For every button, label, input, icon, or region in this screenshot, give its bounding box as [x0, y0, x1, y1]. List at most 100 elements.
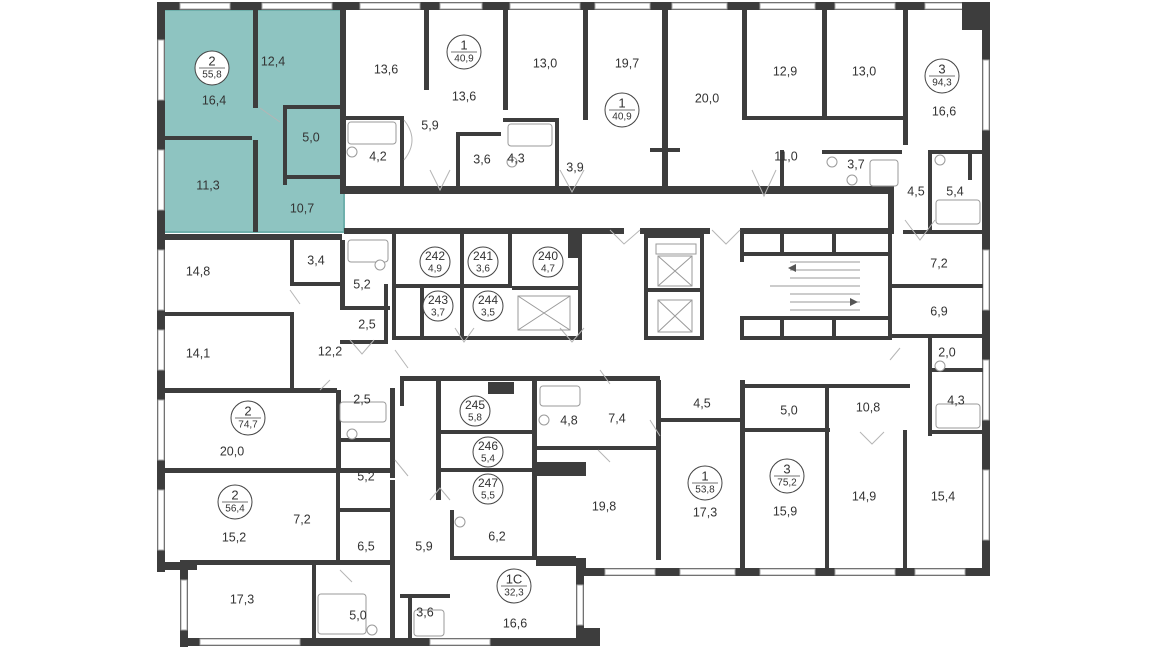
- apartment-badges[interactable]: 255,8140,9140,9394,3274,7256,4153,8375,2…: [194, 34, 960, 604]
- room-area-label: 13,6: [374, 62, 398, 76]
- storage-badge-circle: [419, 246, 451, 278]
- apartment-badge[interactable]: 1С 32,3: [496, 568, 532, 604]
- apartment-room-count: 2: [208, 53, 215, 68]
- room-area-label: 15,4: [931, 489, 955, 503]
- apartment-room-count: 3: [938, 61, 945, 76]
- apartment-badge[interactable]: 153,8: [687, 465, 723, 501]
- apartment-badge[interactable]: 375,2: [769, 458, 805, 494]
- apartment-room-count: 1: [618, 95, 625, 110]
- room-area-label: 6,2: [488, 529, 505, 543]
- room-area-label: 20,0: [695, 91, 719, 105]
- room-area-label: 12,4: [261, 54, 285, 68]
- apartment-room-count: 1: [460, 37, 467, 52]
- room-area-label: 3,7: [847, 157, 864, 171]
- apartment-badge[interactable]: 256,4: [217, 484, 253, 520]
- apartment-total-area: 40,9: [612, 112, 632, 123]
- room-area-label: 13,0: [852, 64, 876, 78]
- room-area-label: 3,6: [416, 605, 433, 619]
- room-area-label: 2,5: [358, 317, 375, 331]
- storage-area: 3,7: [431, 308, 445, 319]
- room-area-label: 16,6: [503, 616, 527, 630]
- apartment-badge[interactable]: 274,7: [230, 400, 266, 436]
- room-area-label: 5,9: [415, 539, 432, 553]
- room-area-label: 17,3: [693, 505, 717, 519]
- storage-number: 247: [478, 476, 498, 490]
- apartment-badge[interactable]: 394,3: [924, 58, 960, 94]
- room-area-label: 5,4: [946, 184, 963, 198]
- room-area-label: 7,2: [930, 256, 947, 270]
- apartment-room-count: 3: [783, 461, 790, 476]
- storage-number: 245: [465, 398, 485, 412]
- room-area-label: 7,2: [293, 512, 310, 526]
- apartment-total-area: 32,3: [504, 588, 524, 599]
- apartment-room-count: 1С: [506, 571, 523, 586]
- apartment-total-area: 55,8: [202, 70, 222, 81]
- outer-walls: [157, 2, 990, 647]
- room-area-label: 5,0: [302, 130, 319, 144]
- room-area-label: 4,8: [560, 413, 577, 427]
- storage-badge-circle: [532, 246, 564, 278]
- room-area-label: 12,9: [773, 64, 797, 78]
- room-area-label: 4,3: [947, 393, 964, 407]
- room-area-label: 16,4: [202, 93, 226, 107]
- room-area-label: 11,0: [774, 149, 797, 163]
- storage-badge-circle: [472, 473, 504, 505]
- room-area-label: 2,0: [938, 345, 955, 359]
- storage-area: 5,8: [468, 413, 482, 424]
- room-area-label: 5,2: [357, 469, 374, 483]
- elevator-shafts: [517, 243, 697, 333]
- room-area-label: 4,5: [693, 396, 710, 410]
- room-area-label: 5,2: [353, 277, 370, 291]
- room-area-label: 19,8: [592, 499, 616, 513]
- storage-badges[interactable]: 2424,92413,62404,72433,72443,52455,82465…: [419, 246, 564, 505]
- room-area-label: 14,1: [186, 346, 210, 360]
- storage-number: 246: [478, 439, 498, 453]
- apartment-total-area: 75,2: [777, 478, 797, 489]
- room-area-label: 6,9: [930, 304, 947, 318]
- room-area-label: 14,8: [186, 264, 210, 278]
- storage-area: 5,4: [481, 454, 495, 465]
- room-area-label: 10,7: [290, 201, 314, 215]
- storage-area: 3,5: [481, 308, 495, 319]
- room-area-label: 15,9: [773, 504, 797, 518]
- room-area-label: 5,0: [780, 403, 797, 417]
- room-area-label: 13,0: [533, 56, 557, 70]
- apartment-total-area: 94,3: [932, 78, 952, 89]
- room-area-label: 4,5: [907, 184, 924, 198]
- room-area-label: 19,7: [615, 56, 639, 70]
- apartment-badge[interactable]: 140,9: [446, 34, 482, 70]
- storage-area: 5,5: [481, 491, 495, 502]
- storage-number: 242: [425, 249, 445, 263]
- apartment-total-area: 56,4: [225, 504, 245, 515]
- apartment-room-count: 2: [244, 403, 251, 418]
- room-area-label: 5,9: [421, 118, 438, 132]
- room-area-label: 3,9: [566, 160, 583, 174]
- storage-number: 240: [538, 249, 558, 263]
- interior-walls: [162, 10, 983, 640]
- room-area-label: 6,5: [357, 539, 374, 553]
- apartment-room-count: 2: [231, 487, 238, 502]
- door-swings: [259, 107, 936, 583]
- bathroom-fixtures: [317, 121, 981, 637]
- room-area-label: 4,3: [507, 151, 524, 165]
- apartment-badge[interactable]: 255,8: [194, 50, 230, 86]
- apartment-badge[interactable]: 140,9: [604, 92, 640, 128]
- storage-badge-circle: [422, 290, 454, 322]
- room-area-label: 3,6: [473, 152, 490, 166]
- storage-number: 244: [478, 293, 498, 307]
- room-area-label: 16,6: [932, 104, 956, 118]
- room-area-label: 4,2: [369, 149, 386, 163]
- apartment-total-area: 53,8: [695, 485, 715, 496]
- room-area-label: 14,9: [852, 489, 876, 503]
- room-area-label: 12,2: [318, 344, 342, 358]
- room-area-label: 5,0: [349, 608, 366, 622]
